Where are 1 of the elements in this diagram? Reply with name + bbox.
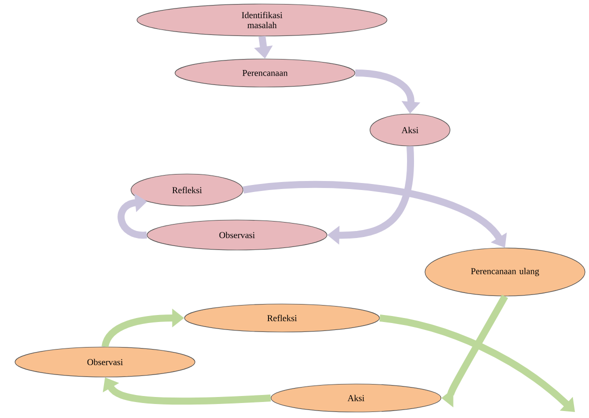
arrow: [379, 314, 575, 412]
